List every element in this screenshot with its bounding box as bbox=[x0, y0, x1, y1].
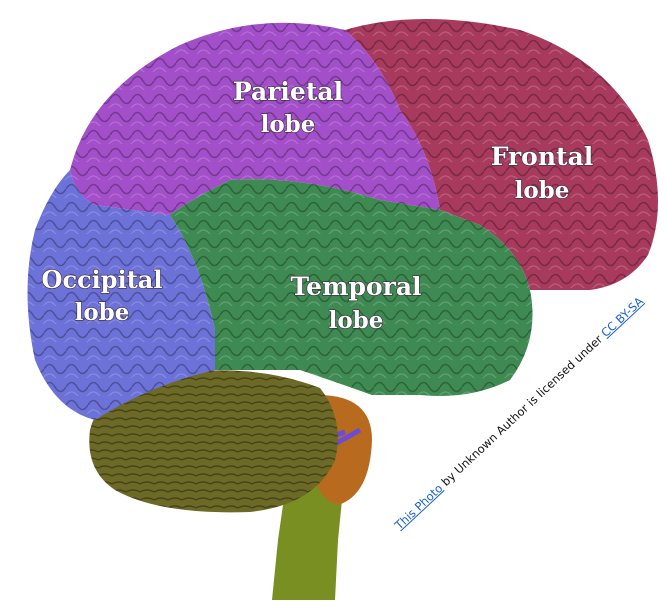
temporal-label-lobe: lobe bbox=[329, 307, 384, 334]
frontal-label-lobe: lobe bbox=[515, 177, 570, 204]
occipital-label: Occipital bbox=[42, 265, 163, 294]
frontal-label: Frontal bbox=[491, 142, 594, 171]
temporal-label: Temporal bbox=[290, 272, 421, 301]
parietal-label-lobe: lobe bbox=[261, 111, 316, 138]
parietal-label: Parietal bbox=[233, 77, 343, 106]
occipital-label-lobe: lobe bbox=[75, 299, 130, 326]
